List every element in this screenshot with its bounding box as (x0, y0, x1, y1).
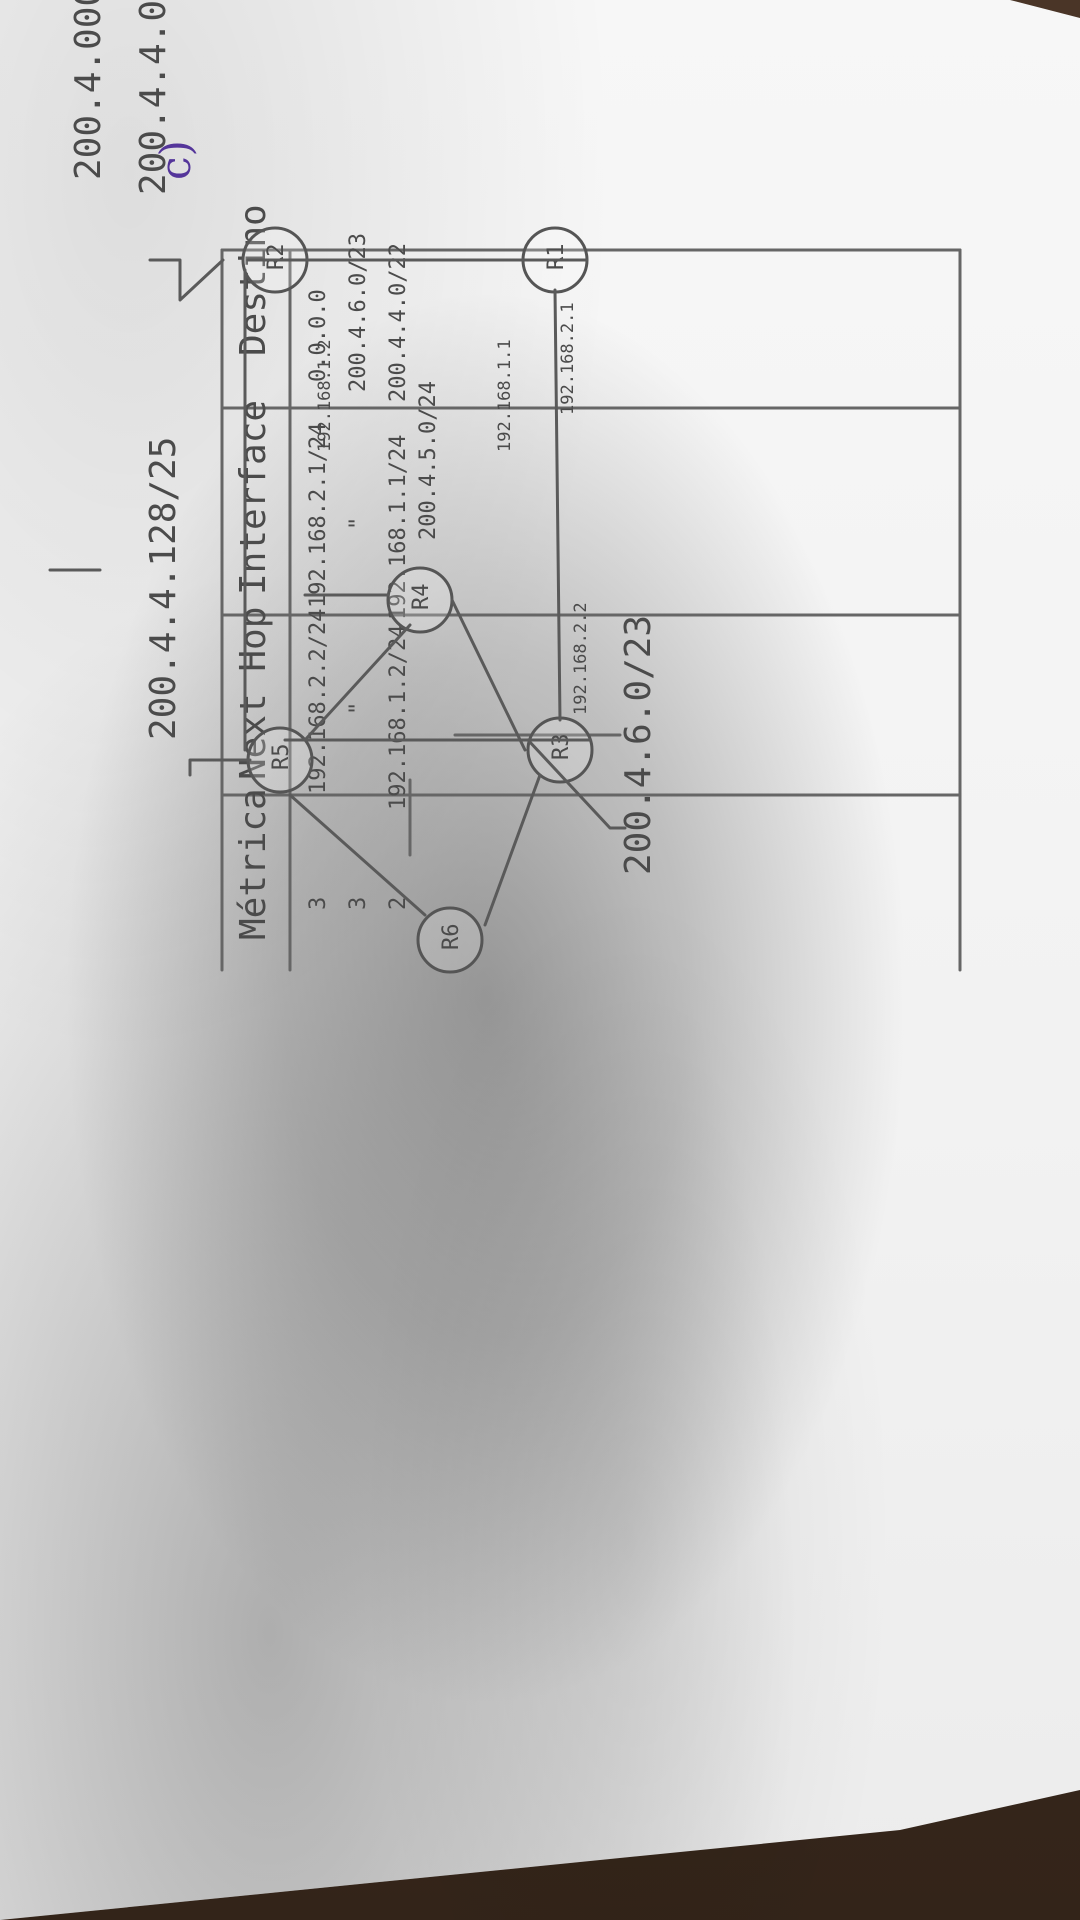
header-next-hop: Next Hop (233, 607, 274, 780)
row-3-metric: 2 (386, 897, 411, 910)
network-stub-r2 (148, 258, 225, 302)
row-3-destination: 200.4.4.0/22 (386, 243, 411, 402)
router-label-r5: R5 (269, 744, 294, 771)
router-label-r4: R4 (409, 584, 434, 611)
link-r4-r3 (450, 598, 527, 752)
rotated-content: c) Destino Interface Next Hop Métrica 0.… (48, 0, 962, 974)
header-metrica: Métrica (233, 788, 274, 940)
router-label-r3: R3 (549, 734, 574, 761)
network-stub-r3 (526, 738, 627, 830)
row-2-metric: 3 (346, 897, 371, 910)
router-r6 (416, 906, 484, 974)
row-2-next-hop: " (346, 702, 371, 715)
link-label-r1-r3: 192.168.2.1 (558, 302, 578, 415)
router-label-r6: R6 (439, 924, 464, 951)
header-interface: Interface (233, 400, 274, 595)
binary-note: 200.4.00000100.00000000 (68, 0, 109, 180)
link-label-r1-r2-bottom: 192.168.1.2 (315, 339, 335, 452)
router-label-r2: R2 (264, 244, 289, 271)
row-1-interface: 192.168.2.1/24 (306, 423, 331, 608)
row-2-interface: " (346, 517, 371, 530)
link-label-r3-r1: 192.168.2.2 (571, 602, 591, 715)
router-label-r1: R1 (544, 244, 569, 271)
network-r4: 200.4.5.0/24 (416, 381, 441, 540)
row-3-next-hop: 192.168.1.2/24 (386, 625, 411, 810)
title: c) (151, 140, 200, 180)
network-stub-r5 (188, 758, 252, 777)
network-r3: 200.4.6.0/23 (618, 615, 659, 875)
link-r5-r6 (288, 793, 427, 917)
network-r2: 200.4.4.0/25 (133, 0, 174, 195)
row-1-next-hop: 192.168.2.2/24 (306, 609, 331, 794)
row-1-metric: 3 (306, 897, 331, 910)
row-2-destination: 200.4.6.0/23 (346, 233, 371, 392)
link-label-r1-r2-top: 192.168.1.1 (495, 339, 515, 452)
link-r4-r5 (303, 623, 412, 742)
row-1-destination: 0.0.0.0 (306, 289, 331, 382)
link-r3-r6 (483, 773, 542, 927)
network-r5: 200.4.4.128/25 (143, 437, 184, 740)
link-r1-r3 (553, 288, 562, 722)
